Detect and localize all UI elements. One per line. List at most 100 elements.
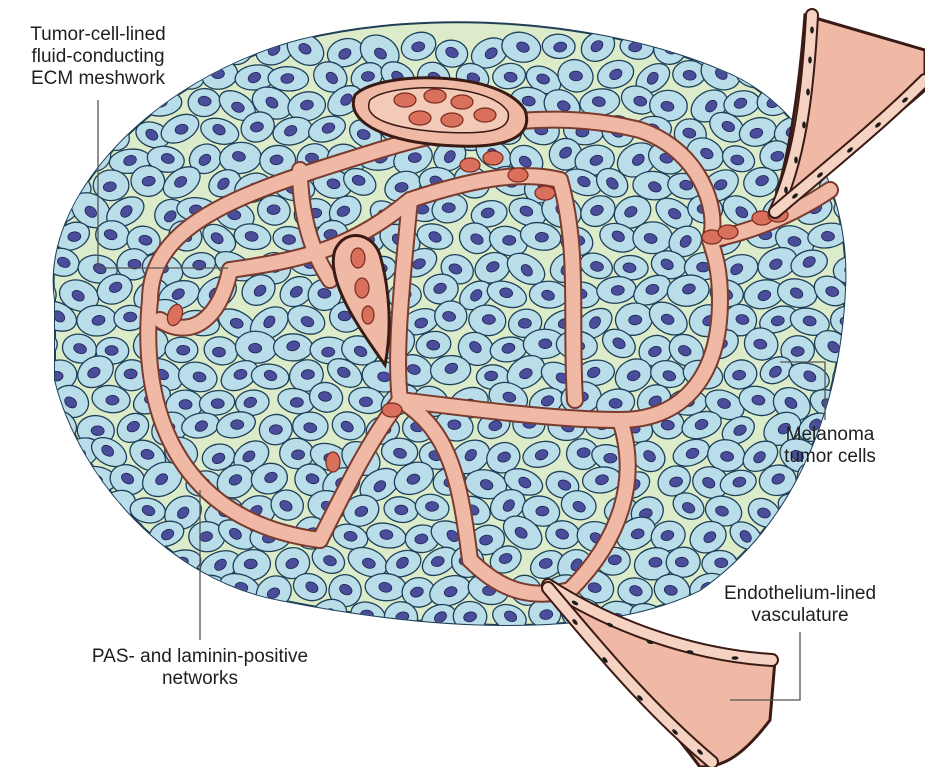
tumor-cell — [129, 597, 170, 632]
red-blood-cell — [483, 151, 503, 165]
cell-nucleus — [31, 123, 47, 137]
cell-nucleus — [675, 557, 688, 567]
cell-nucleus — [230, 41, 246, 56]
cell-nucleus — [63, 176, 79, 192]
cell-nucleus — [106, 395, 119, 405]
cell-nucleus — [715, 558, 728, 568]
cell-nucleus — [807, 528, 823, 543]
cell-nucleus — [860, 231, 876, 246]
tumor-cell — [228, 594, 276, 636]
cell-nucleus — [755, 556, 770, 569]
tumor-cell — [72, 86, 115, 117]
tumor-cell — [19, 225, 58, 253]
tumor-cell — [18, 163, 64, 202]
tumor-cell — [37, 517, 85, 562]
cell-nucleus — [248, 343, 261, 353]
cell-nucleus — [143, 610, 156, 620]
cell-nucleus — [105, 614, 121, 628]
cell-nucleus — [535, 232, 548, 242]
cell-nucleus — [53, 419, 68, 435]
tumor-cell — [848, 275, 887, 312]
tumor-cell — [12, 594, 62, 640]
cell-nucleus — [855, 342, 871, 357]
tumor-cell — [806, 543, 849, 579]
cell-nucleus — [860, 287, 874, 298]
cell-nucleus — [865, 392, 881, 406]
tumor-cell — [75, 524, 116, 554]
red-blood-cell — [326, 452, 340, 472]
cell-nucleus — [49, 99, 65, 114]
tumor-cell — [845, 490, 885, 526]
endothelium-vessel-upper-right — [770, 15, 925, 215]
cell-nucleus — [842, 365, 858, 379]
cell-nucleus — [359, 397, 372, 407]
tumor-cell — [59, 118, 97, 150]
tumor-cell — [56, 604, 97, 638]
cell-nucleus — [849, 207, 863, 218]
cell-nucleus — [503, 235, 516, 245]
red-blood-cell — [535, 186, 555, 200]
cell-nucleus — [789, 553, 805, 568]
cell-nucleus — [37, 398, 51, 409]
cell-nucleus — [50, 371, 63, 381]
cell-nucleus — [425, 501, 438, 511]
cell-nucleus — [85, 148, 101, 162]
cell-nucleus — [160, 580, 175, 593]
cell-nucleus — [285, 611, 298, 621]
cell-nucleus — [820, 505, 836, 519]
tumor-cell — [90, 546, 133, 587]
cell-nucleus — [85, 584, 101, 599]
cell-nucleus — [518, 318, 531, 328]
cell-nucleus — [269, 425, 282, 435]
tumor-cell — [32, 462, 77, 506]
cell-nucleus — [141, 554, 156, 566]
tumor-cell — [850, 169, 889, 203]
cell-nucleus — [119, 529, 135, 543]
cell-nucleus — [640, 612, 655, 624]
cell-nucleus — [858, 499, 874, 515]
cell-nucleus — [482, 315, 495, 325]
tumor-cell — [21, 387, 64, 421]
tumor-cell — [771, 540, 820, 582]
cell-nucleus — [770, 44, 785, 57]
tumor-cell — [789, 511, 841, 560]
red-blood-cell — [718, 225, 738, 239]
cell-nucleus — [176, 608, 189, 618]
cell-nucleus — [35, 341, 50, 353]
cell-nucleus — [442, 203, 455, 213]
cell-nucleus — [604, 453, 617, 463]
cell-nucleus — [30, 235, 43, 245]
tumor-cell — [126, 542, 168, 576]
tumor-cell — [16, 438, 59, 468]
tumor-cell — [805, 490, 853, 531]
tumor-cell — [826, 464, 875, 507]
cell-nucleus — [91, 426, 105, 436]
tumor-cell — [148, 567, 190, 607]
tumor-cell — [114, 577, 148, 607]
cell-nucleus — [844, 478, 860, 492]
cell-nucleus — [69, 615, 84, 628]
cell-nucleus — [102, 124, 118, 140]
cell-nucleus — [214, 612, 230, 626]
cell-nucleus — [30, 449, 44, 460]
tumor-cell — [33, 86, 78, 128]
cell-nucleus — [32, 176, 48, 190]
tumor-cell — [17, 539, 60, 579]
cell-nucleus — [609, 398, 623, 408]
tumor-cell — [722, 33, 756, 64]
cell-nucleus — [68, 556, 82, 567]
cell-nucleus — [839, 528, 855, 542]
cell-nucleus — [809, 471, 825, 487]
cell-nucleus — [33, 503, 49, 518]
tumor-cell — [163, 596, 202, 631]
cell-nucleus — [104, 561, 119, 574]
cell-nucleus — [29, 610, 45, 624]
cell-nucleus — [31, 286, 47, 301]
tumor-cell — [41, 141, 80, 178]
cell-nucleus — [89, 536, 102, 546]
cell-nucleus — [71, 129, 86, 141]
cell-nucleus — [179, 399, 193, 409]
tumor-cell — [850, 379, 895, 417]
tumor-cell — [19, 493, 63, 531]
tumor-cell — [842, 330, 887, 371]
